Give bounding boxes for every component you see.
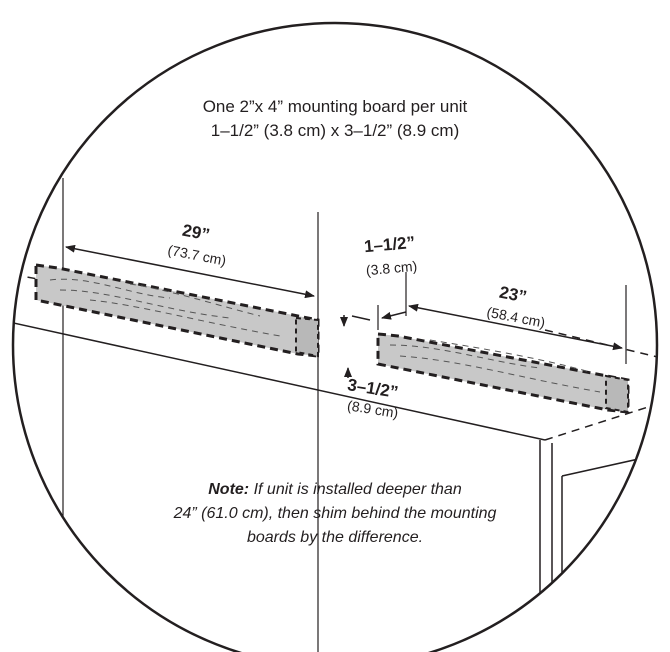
title-line-2: 1–1/2” (3.8 cm) x 3–1/2” (8.9 cm) [211, 121, 459, 140]
dim-23-label: 23” [498, 283, 529, 307]
dim-gap-metric: (3.8 cm) [365, 258, 418, 278]
dim-29-label: 29” [181, 221, 212, 245]
cabinet-front-edge [544, 399, 657, 441]
note-line-2: 24” (61.0 cm), then shim behind the moun… [173, 505, 497, 522]
note-label: Note: [208, 481, 249, 498]
dim-line-gap-left [351, 315, 371, 321]
cabinet-top-front-line [13, 319, 546, 441]
right-mounting-board [376, 332, 630, 414]
note-text-1: If unit is installed deeper than [254, 481, 462, 498]
dim-line-23 [408, 303, 623, 351]
dim-depth-metric: (8.9 cm) [346, 397, 399, 421]
dim-gap-label: 1–1/2” [363, 233, 416, 256]
title-line-1: One 2”x 4” mounting board per unit [203, 97, 468, 116]
dim-line-29 [65, 244, 315, 299]
note-line-3: boards by the difference. [247, 529, 423, 546]
detail-circle [11, 21, 659, 652]
dim-line-gap-right [381, 311, 407, 320]
note-line-1: Note: If unit is installed deeper than [208, 481, 462, 498]
